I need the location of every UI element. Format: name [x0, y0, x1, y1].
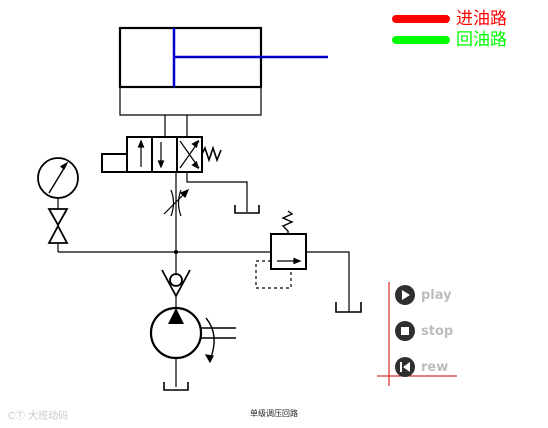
rew-label: rew — [421, 359, 449, 375]
watermark: CⓉ 大班动码 — [8, 411, 69, 422]
return-swatch — [392, 36, 450, 44]
diagram-caption: 单级调压回路 — [250, 409, 298, 418]
hydraulic-pump — [149, 306, 236, 391]
pressure-gauge — [37, 157, 79, 199]
gauge-shutoff-valve — [47, 208, 69, 244]
play-icon — [395, 285, 415, 305]
legend-return-label: 回油路 — [456, 30, 507, 50]
hydraulic-cylinder — [118, 26, 328, 116]
stop-icon — [395, 321, 415, 341]
junction-dot — [174, 250, 178, 254]
rewind-button[interactable]: rew — [395, 357, 448, 377]
legend-supply-label: 进油路 — [456, 9, 507, 29]
rewind-icon — [395, 357, 415, 377]
supply-swatch — [392, 15, 450, 23]
throttle-valve — [163, 188, 190, 217]
directional-valve — [101, 136, 222, 173]
valve-spring — [201, 145, 222, 163]
check-valve — [161, 269, 191, 298]
relief-valve — [255, 210, 307, 289]
control-panel-frame — [377, 282, 457, 386]
relief-spring — [281, 210, 294, 234]
legend-supply: 进油路 — [392, 8, 507, 30]
tank-symbol-relief — [335, 302, 362, 313]
legend-return: 回油路 — [392, 29, 507, 51]
stop-label: stop — [421, 323, 454, 339]
tank-symbol — [234, 205, 260, 214]
stop-button[interactable]: stop — [395, 321, 453, 341]
play-button[interactable]: play — [395, 285, 452, 305]
play-label: play — [421, 287, 452, 303]
